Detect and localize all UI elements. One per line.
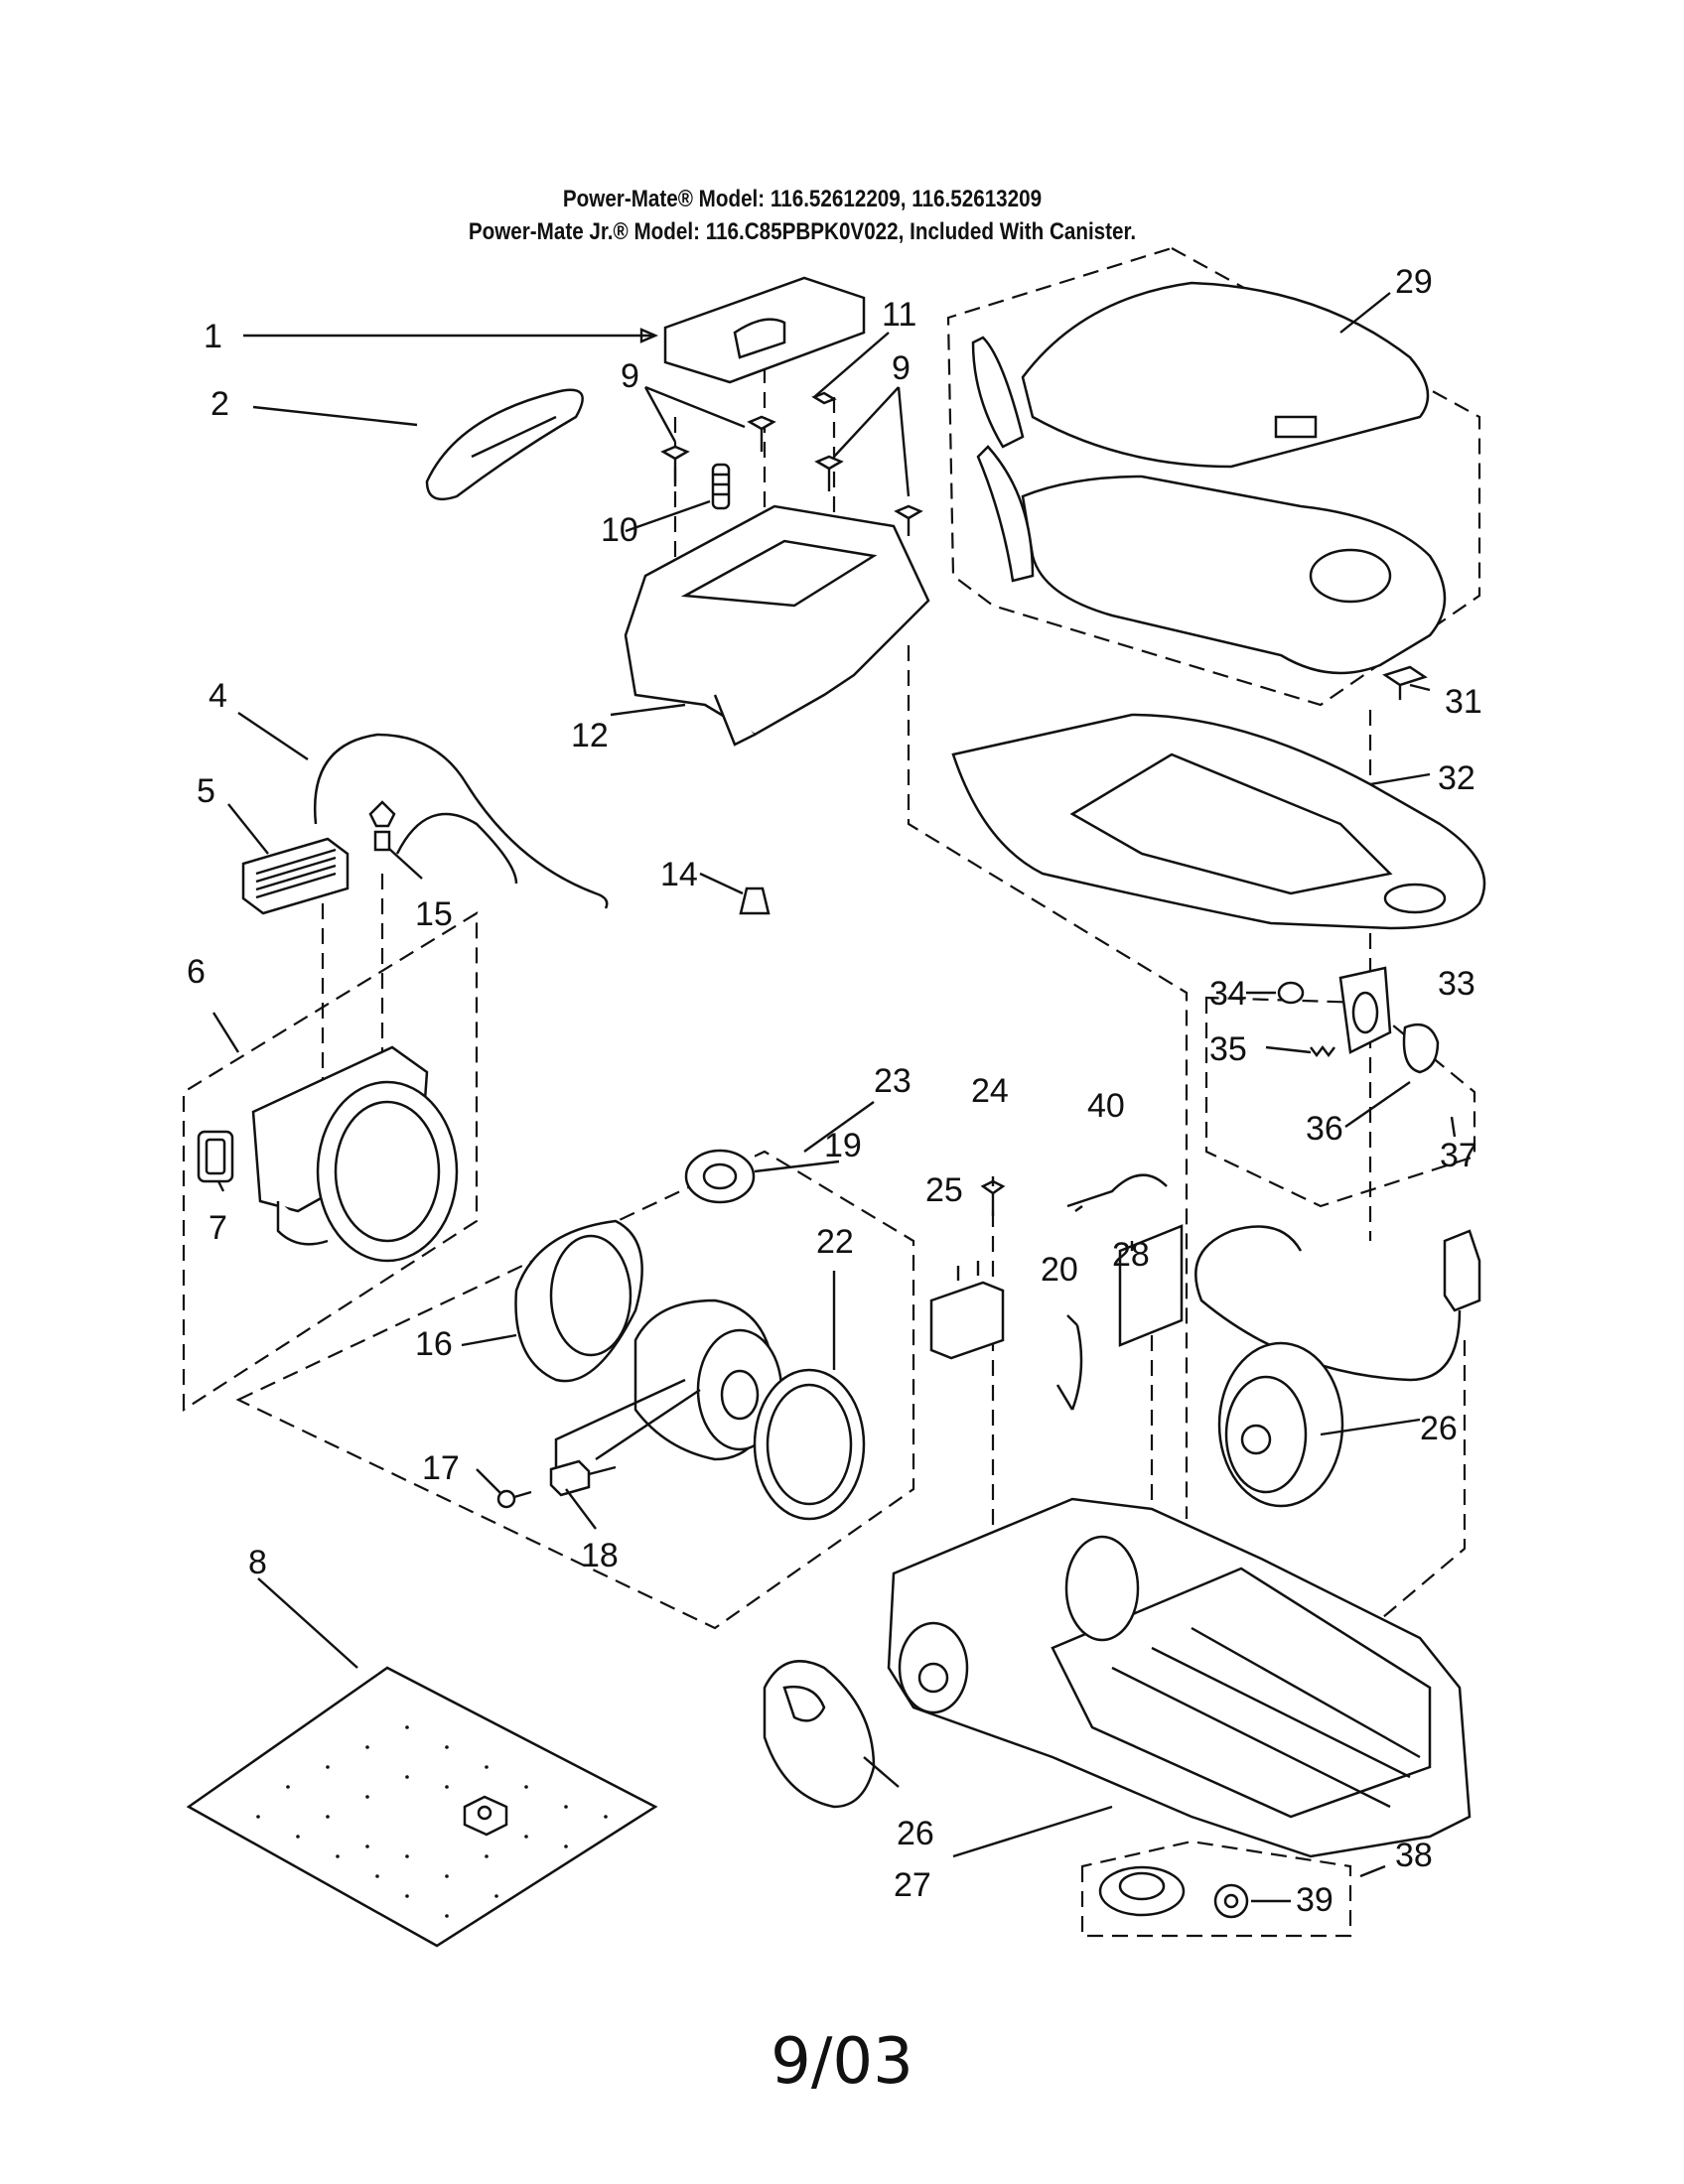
callout-35: 35 — [1209, 1030, 1247, 1068]
part-26-rear-wheel — [1217, 1341, 1344, 1508]
callout-12: 12 — [571, 717, 609, 754]
callout-5: 5 — [197, 772, 215, 810]
callout-36: 36 — [1306, 1110, 1343, 1148]
part-8-dust-bag — [186, 1666, 658, 1948]
callout-14: 14 — [660, 856, 698, 893]
part-31-latch — [1382, 665, 1428, 700]
group-outline-23 — [235, 1150, 915, 1630]
part-33-bracket — [1338, 966, 1392, 1054]
part-2-handle — [425, 388, 584, 501]
callout-23: 23 — [874, 1062, 912, 1100]
callout-11: 11 — [882, 296, 916, 334]
part-19-motor-bearing — [684, 1149, 756, 1204]
callout-38: 38 — [1395, 1837, 1433, 1874]
part-37-cord — [1194, 1225, 1462, 1382]
part-28-filter-pad — [1118, 1224, 1184, 1347]
callout-6: 6 — [187, 953, 206, 991]
callout-8: 8 — [248, 1544, 267, 1581]
part-32-bag-tray — [951, 713, 1486, 930]
callout-10: 10 — [601, 511, 638, 549]
callout-15: 15 — [415, 895, 453, 933]
part-5-filter — [241, 837, 350, 915]
group-outline-6 — [182, 911, 479, 1413]
part-38-swivel-caster — [1098, 1865, 1186, 1917]
callout-29: 29 — [1395, 263, 1433, 301]
callout-1: 1 — [204, 318, 222, 355]
callout-26b: 26 — [897, 1815, 934, 1852]
group-outline-38 — [1080, 1840, 1352, 1938]
callout-9a: 9 — [621, 357, 639, 395]
callout-7: 7 — [209, 1209, 227, 1247]
callout-18: 18 — [581, 1537, 619, 1574]
part-24-screw — [980, 1179, 1006, 1216]
part-22-exhaust-filter — [753, 1368, 866, 1521]
callout-16: 16 — [415, 1325, 453, 1363]
part-4-cord-outline — [395, 812, 518, 885]
callout-4: 4 — [209, 677, 227, 715]
callout-40: 40 — [1087, 1087, 1125, 1125]
callout-26a: 26 — [1420, 1410, 1458, 1447]
callout-34: 34 — [1209, 975, 1247, 1013]
group-outline-29 — [946, 246, 1481, 707]
callout-27: 27 — [894, 1866, 931, 1904]
part-35-spring — [1310, 1045, 1335, 1057]
callout-32: 32 — [1438, 759, 1475, 797]
part-18-switch — [549, 1459, 617, 1497]
part-26-front-wheel — [763, 1660, 876, 1809]
callout-39: 39 — [1296, 1881, 1333, 1919]
callout-37: 37 — [1440, 1137, 1477, 1174]
part-37-plug — [1443, 1229, 1481, 1312]
part-25-capacitor — [929, 1261, 1005, 1360]
part-10-spring — [711, 463, 731, 510]
callout-labels: 1 2 4 5 6 7 8 9 9 10 11 12 14 15 16 17 1… — [187, 263, 1482, 1919]
part-4-power-cord — [313, 733, 609, 909]
callout-20: 20 — [1041, 1251, 1078, 1289]
part-14-wire-nut — [739, 887, 771, 915]
callout-2: 2 — [210, 385, 229, 423]
callout-28: 28 — [1112, 1236, 1150, 1274]
diagram-header-line-1: Power-Mate® Model: 116.52612209, 116.526… — [562, 186, 1043, 212]
callout-9b: 9 — [892, 349, 911, 387]
part-34-washer — [1277, 981, 1305, 1005]
footer-date: 9/03 — [771, 2025, 913, 2099]
callout-25: 25 — [925, 1171, 963, 1209]
part-7-gasket — [197, 1130, 234, 1183]
part-17-screw — [496, 1489, 532, 1509]
part-29-bag-door — [971, 281, 1447, 675]
motor-wires — [554, 1378, 701, 1479]
part-15-grommet — [368, 800, 396, 852]
callout-33: 33 — [1438, 965, 1475, 1003]
part-9-screws — [660, 415, 923, 536]
part-36-clip — [1402, 1023, 1440, 1074]
part-39-caster-wheel — [1213, 1883, 1249, 1919]
part-12-handle-housing — [624, 504, 930, 747]
part-6-motor-housing — [251, 1045, 459, 1263]
leader-lines — [211, 292, 1457, 1903]
callout-22: 22 — [816, 1223, 854, 1261]
callout-24: 24 — [971, 1072, 1009, 1110]
diagram-header-line-2: Power-Mate Jr.® Model: 116.C85PBPK0V022,… — [468, 218, 1137, 245]
callout-31: 31 — [1445, 683, 1482, 721]
callout-19: 19 — [824, 1127, 862, 1164]
assembly-line-37 — [1369, 1340, 1467, 1629]
part-27-canister-body — [887, 1497, 1472, 1858]
callout-17: 17 — [422, 1449, 460, 1487]
part-16-motor-cover — [514, 1219, 643, 1383]
part-40-wire — [1066, 1173, 1168, 1208]
group-outline-33 — [1204, 996, 1476, 1208]
part-1-top-cover — [663, 276, 866, 384]
part-20-wire — [1055, 1324, 1083, 1411]
part-11-small-pad — [811, 391, 837, 405]
assembly-line-12-to-32 — [907, 645, 1189, 1519]
